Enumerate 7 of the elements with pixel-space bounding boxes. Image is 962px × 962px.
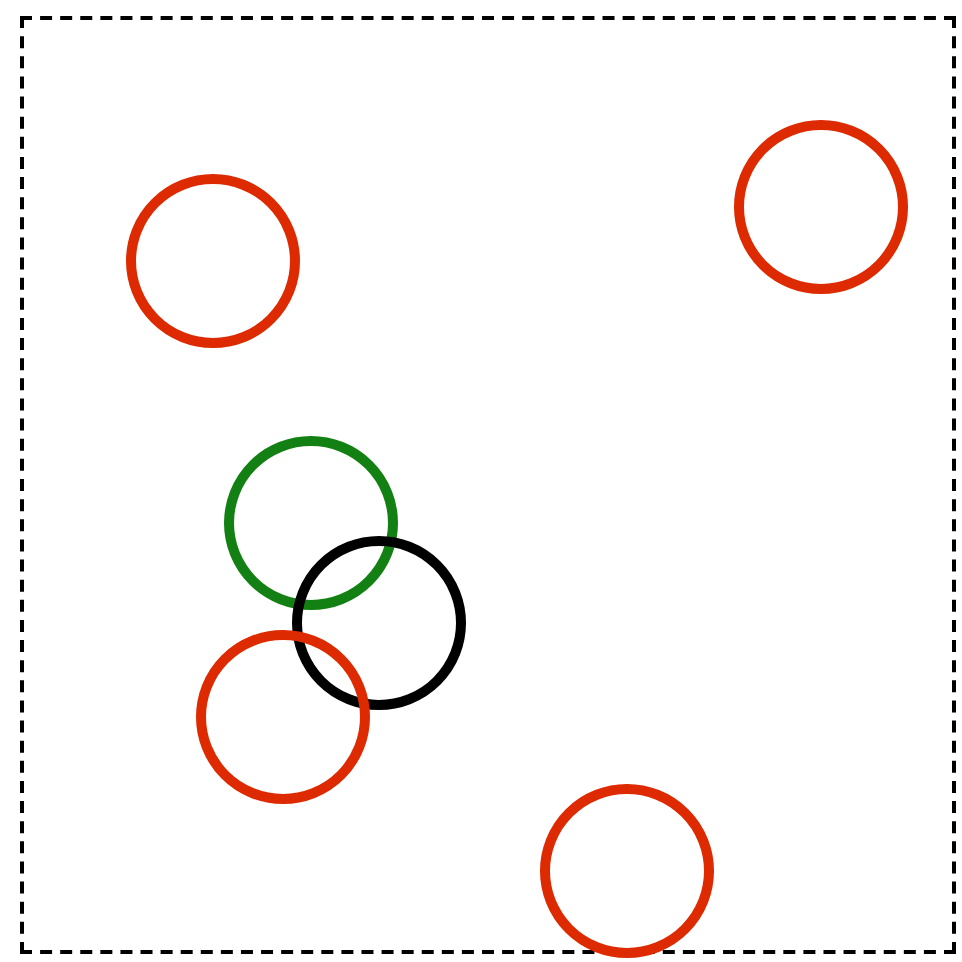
circle-outline [292,536,466,710]
circle-outline [540,784,714,958]
circle-outline [224,436,398,610]
circle-outline [126,174,300,348]
dashed-frame [20,16,956,954]
circle-outline [734,120,908,294]
circle-outline [196,630,370,804]
